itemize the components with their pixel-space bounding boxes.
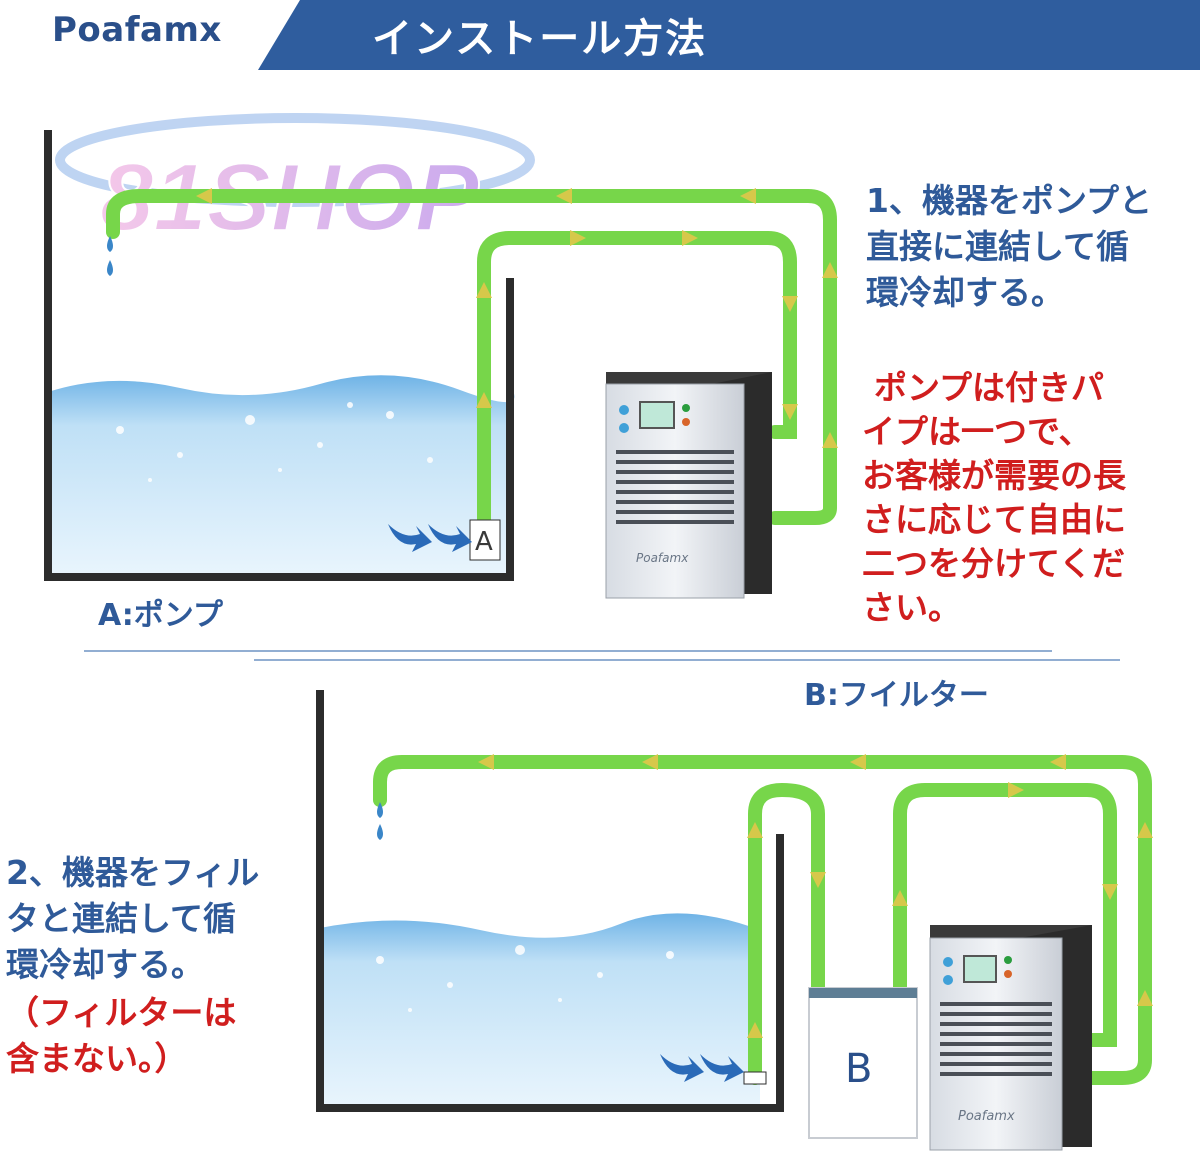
section2-note-line-2: 含まない。） bbox=[6, 1039, 188, 1078]
section1-instruction-line-1: 1、機器をポンプと bbox=[866, 181, 1152, 220]
tank2-water bbox=[320, 913, 760, 1108]
section1-note-line-1: ポンプは付きパ bbox=[874, 368, 1105, 407]
section2-note-line-1: （フィルターは bbox=[6, 993, 237, 1032]
tank1-wall bbox=[44, 130, 514, 581]
pump-a-label: A bbox=[475, 527, 493, 557]
section1-note: ポンプは付きパ イプは一つで、 お客様が需要の長 さに応じて自由に 二つを分けて… bbox=[862, 366, 1126, 630]
tank2-bubbles bbox=[376, 945, 674, 1012]
tank1-flow-arrows bbox=[196, 188, 838, 448]
section1-instruction: 1、機器をポンプと 直接に連結して循 環冷却する。 bbox=[866, 178, 1152, 316]
tank2-return-pipe bbox=[373, 755, 1152, 1085]
tank1-bubbles bbox=[116, 402, 433, 482]
tank1-water bbox=[48, 375, 515, 577]
pump-a-flow-arrows bbox=[388, 524, 472, 552]
filter-b-box bbox=[808, 987, 918, 1139]
filter-b-label: B bbox=[845, 1046, 872, 1092]
section1-note-line-3: お客様が需要の長 bbox=[862, 456, 1126, 495]
tank2-wall bbox=[316, 690, 784, 1112]
watermark: 81SHOP bbox=[55, 113, 535, 252]
tank2-filter-pipe bbox=[893, 783, 1117, 1047]
pump-caption: A:ポンプ bbox=[98, 598, 223, 633]
section1-instruction-line-2: 直接に連結して循 bbox=[866, 227, 1130, 266]
pump-b-flow-arrows bbox=[660, 1054, 744, 1082]
section1-note-line-6: さい。 bbox=[862, 588, 961, 627]
tank2-pump-pipe bbox=[748, 782, 825, 1085]
installation-diagram: 81SHOP A bbox=[44, 113, 1153, 1151]
filter-b-lid bbox=[809, 988, 917, 998]
brand-panel: Poafamx bbox=[0, 0, 300, 70]
section1-instruction-line-3: 環冷却する。 bbox=[866, 273, 1064, 312]
tank1-drops bbox=[107, 236, 113, 276]
section1-note-line-4: さに応じて自由に bbox=[862, 500, 1126, 539]
section1-note-line-5: 二つを分けてくだ bbox=[862, 544, 1126, 583]
section2-note: （フィルターは 含まない。） bbox=[6, 990, 236, 1082]
section2-instruction-line-2: タと連結して循 bbox=[6, 899, 237, 938]
chiller2: Poafamx bbox=[929, 925, 1092, 1151]
section2-instruction-line-1: 2、機器をフィル bbox=[6, 853, 260, 892]
brand-logo: Poafamx bbox=[52, 10, 222, 50]
chiller2-brand: Poafamx bbox=[958, 1109, 1015, 1124]
pump-b-intake bbox=[743, 1071, 767, 1085]
filter-caption: B:フイルター bbox=[804, 678, 989, 713]
chiller1: Poafamx bbox=[605, 372, 772, 599]
tank2-drops bbox=[377, 802, 383, 840]
header-bar: Poafamx インストール方法 bbox=[0, 0, 1200, 70]
page-title: インストール方法 bbox=[372, 16, 708, 62]
section2-instruction: 2、機器をフィル タと連結して循 環冷却する。 bbox=[6, 850, 259, 988]
tank1-return-pipe bbox=[106, 189, 837, 525]
tank2-flow-arrows bbox=[478, 754, 1153, 1038]
chiller1-brand: Poafamx bbox=[636, 551, 689, 565]
section1-note-line-2: イプは一つで、 bbox=[862, 412, 1092, 451]
tank1-pump-pipe bbox=[477, 231, 797, 527]
section2-instruction-line-3: 環冷却する。 bbox=[6, 945, 204, 984]
